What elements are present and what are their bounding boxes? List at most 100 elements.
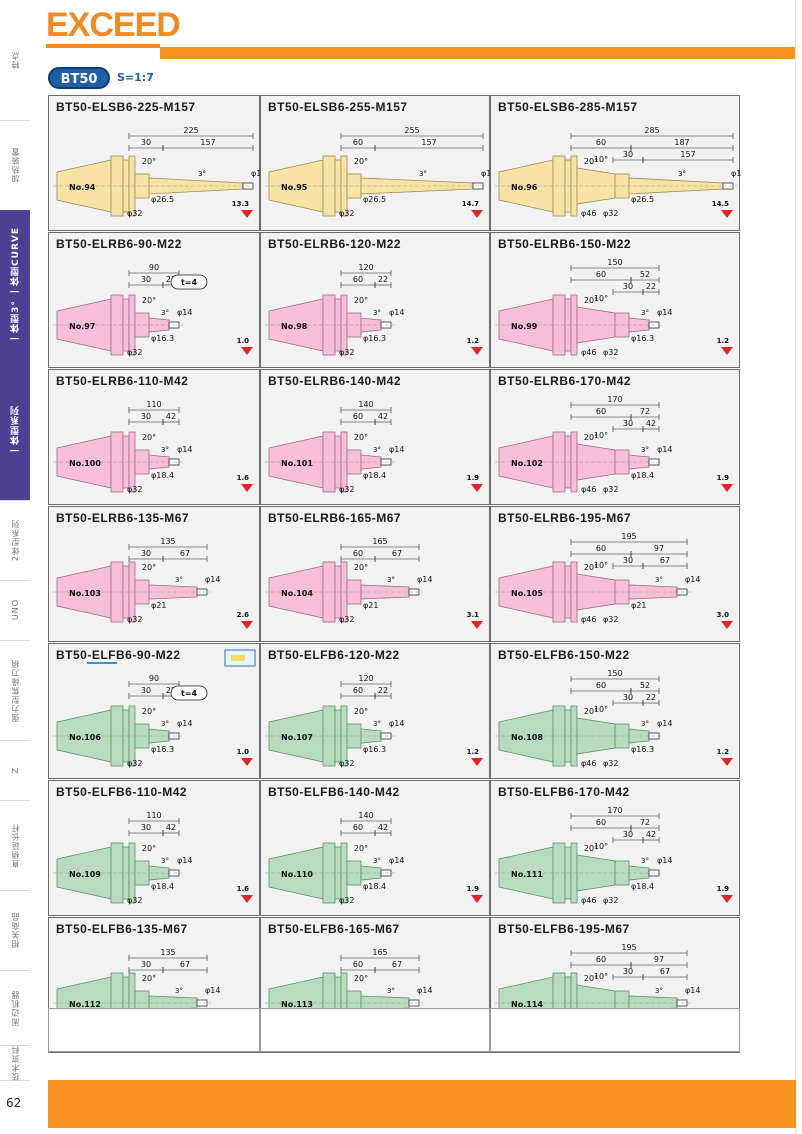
scale-label: S=1:7	[117, 71, 154, 84]
segment-length: 30	[623, 830, 633, 839]
empty-cell	[48, 1008, 260, 1052]
product-number: No.110	[281, 870, 313, 879]
overall-length: 120	[358, 263, 373, 272]
product-number: No.113	[281, 1000, 313, 1009]
tip-diameter: φ10	[731, 169, 741, 178]
segment-length: 42	[166, 823, 176, 832]
sidebar-tab[interactable]: Z	[0, 740, 30, 801]
angle-label: 3°	[419, 170, 427, 178]
flange-diameter: φ46	[581, 759, 596, 768]
angle-label: 20°	[584, 433, 598, 442]
angle-label: 3°	[373, 309, 381, 317]
angle-label: 20°	[584, 157, 598, 166]
sidebar-tab[interactable]: 周边机器	[0, 970, 30, 1046]
flange-diameter: φ46	[581, 209, 596, 218]
sidebar-tab-label: 加热装置	[10, 147, 20, 183]
product-title: BT50-ELFB6-150-M22	[498, 648, 630, 662]
overall-length: 170	[607, 806, 622, 815]
flange-diameter: φ46	[581, 348, 596, 357]
segment-length: 67	[392, 960, 402, 969]
angle-label: 20°	[354, 707, 368, 716]
tip-diameter: φ10	[481, 169, 491, 178]
segment-length: 22	[378, 275, 388, 284]
neck-diameter: φ18.4	[631, 882, 654, 891]
weight-value: 14.5	[712, 200, 729, 208]
product-number: No.100	[69, 459, 101, 468]
sidebar-tab[interactable]: 技术资料	[0, 1045, 30, 1081]
weight-arrow-icon	[721, 484, 733, 492]
sidebar-tab[interactable]: 直柄延长杆	[0, 800, 30, 891]
sidebar-tab-label: UNO	[10, 599, 20, 621]
sidebar-tab[interactable]: 特点	[0, 0, 30, 121]
tip-diameter: φ14	[389, 308, 404, 317]
product-number: No.107	[281, 733, 313, 742]
sidebar-tab[interactable]: UNO	[0, 580, 30, 641]
flange-diameter: φ46	[581, 485, 596, 494]
angle-label: 20°	[584, 563, 598, 572]
sidebar-tab-label: 一体型系列	[10, 405, 21, 455]
tip-diameter: φ14	[657, 856, 672, 865]
product-number: No.101	[281, 459, 313, 468]
segment-length: 157	[200, 138, 215, 147]
weight-arrow-icon	[721, 758, 733, 766]
sidebar-tab[interactable]: 强力型焦缘刀柄	[0, 640, 30, 741]
sidebar-tab-label: 相关商品	[10, 912, 20, 948]
sidebar-tab[interactable]: 相关商品	[0, 890, 30, 971]
segment-length: 22	[166, 686, 176, 695]
sidebar-tab[interactable]: 一体型3° 一体型CURVE	[0, 210, 30, 361]
segment-length: 157	[421, 138, 436, 147]
segment-length: 42	[646, 830, 656, 839]
product-title: BT50-ELRB6-165-M67	[268, 511, 402, 525]
sidebar-tab[interactable]: 2体型系列	[0, 500, 30, 581]
neck-diameter: φ18.4	[151, 471, 174, 480]
neck-diameter: φ18.4	[363, 882, 386, 891]
tip-diameter: φ10	[251, 169, 261, 178]
product-cell: BT50-ELSB6-225-M157No.942253015720°3°φ10…	[48, 95, 261, 231]
side-navigation	[0, 0, 30, 1134]
sidebar-tab[interactable]: 一体型系列	[0, 360, 30, 501]
body-diameter: φ32	[603, 896, 618, 905]
product-title: BT50-ELFB6-90-M22	[56, 648, 181, 662]
segment-length: 60	[353, 138, 363, 147]
weight-value: 1.9	[717, 885, 730, 893]
neck-diameter: φ21	[631, 601, 646, 610]
thickness-badge	[170, 685, 208, 701]
weight-value: 14.7	[462, 200, 479, 208]
page-number: 62	[6, 1096, 22, 1110]
tip-diameter: φ14	[205, 575, 220, 584]
overall-length: 110	[146, 400, 161, 409]
weight-arrow-icon	[721, 347, 733, 355]
product-title: BT50-ELFB6-110-M42	[56, 785, 188, 799]
sidebar-tab[interactable]: 加热装置	[0, 120, 30, 211]
weight-arrow-icon	[721, 895, 733, 903]
sidebar-tab-label: 一体型3° 一体型CURVE	[10, 227, 21, 343]
tip-diameter: φ14	[177, 308, 192, 317]
product-title: BT50-ELRB6-135-M67	[56, 511, 190, 525]
overall-length: 135	[160, 948, 175, 957]
angle-label: 3°	[655, 576, 663, 584]
body-diameter: φ32	[127, 896, 142, 905]
sidebar-tab-label: 技术资料	[10, 1044, 20, 1081]
overall-length: 195	[621, 532, 636, 541]
overall-length: 110	[146, 811, 161, 820]
segment-length: 22	[646, 693, 656, 702]
overall-length: 140	[358, 811, 373, 820]
overall-length: 135	[160, 537, 175, 546]
product-number: No.111	[511, 870, 543, 879]
body-diameter: φ32	[339, 896, 354, 905]
weight-value: 1.2	[467, 337, 480, 345]
segment-length: 30	[141, 549, 151, 558]
body-diameter: φ32	[127, 615, 142, 624]
neck-diameter: φ26.5	[363, 195, 386, 204]
